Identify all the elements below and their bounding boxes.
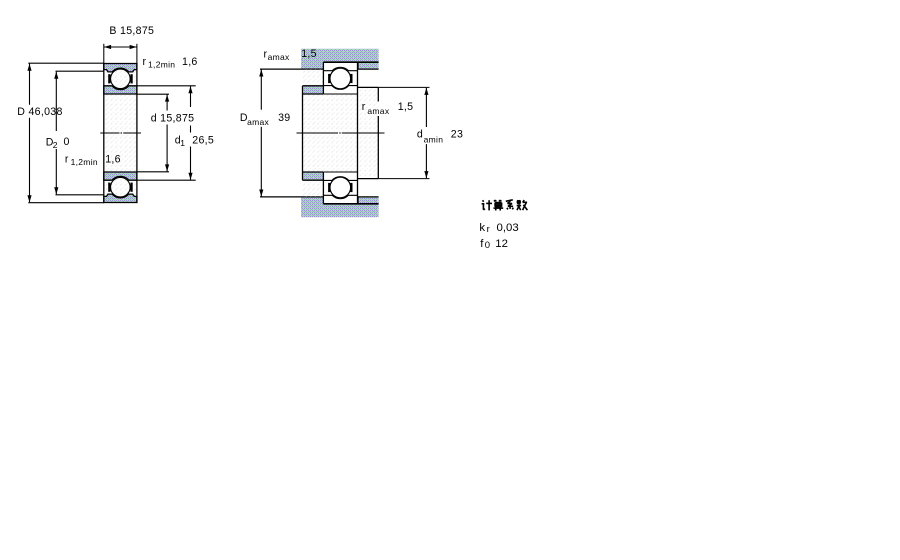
svg-text:d: d	[175, 134, 181, 146]
svg-text:2: 2	[53, 140, 58, 150]
svg-text:r: r	[362, 101, 366, 113]
svg-text:23: 23	[451, 129, 463, 141]
svg-text:amax: amax	[247, 117, 269, 127]
svg-text:12: 12	[495, 238, 508, 250]
svg-text:1,2min: 1,2min	[71, 157, 98, 167]
svg-text:r: r	[264, 49, 268, 61]
svg-text:1,5: 1,5	[398, 101, 414, 113]
svg-text:1,5: 1,5	[301, 48, 317, 60]
svg-text:26,5: 26,5	[192, 134, 214, 146]
svg-text:r: r	[143, 56, 147, 68]
svg-text:39: 39	[278, 112, 290, 124]
svg-text:r: r	[487, 224, 490, 235]
svg-text:D: D	[46, 136, 54, 148]
svg-text:0,03: 0,03	[497, 222, 519, 234]
svg-text:amin: amin	[424, 134, 444, 144]
svg-text:r: r	[65, 153, 69, 165]
svg-text:B 15,875: B 15,875	[109, 25, 154, 37]
svg-text:1,6: 1,6	[105, 153, 121, 165]
svg-text:f: f	[480, 238, 484, 250]
svg-text:0: 0	[64, 136, 70, 148]
svg-text:amax: amax	[367, 106, 389, 116]
svg-text:d 15,875: d 15,875	[151, 112, 195, 124]
svg-text:0: 0	[485, 240, 491, 251]
svg-text:amax: amax	[268, 52, 290, 62]
svg-text:D: D	[240, 112, 248, 124]
svg-text:1: 1	[180, 138, 185, 148]
svg-text:d: d	[417, 129, 423, 141]
svg-text:1,6: 1,6	[182, 56, 198, 68]
svg-text:1,2min: 1,2min	[148, 59, 175, 69]
svg-text:D 46,038: D 46,038	[17, 106, 62, 118]
svg-text:k: k	[479, 222, 485, 234]
